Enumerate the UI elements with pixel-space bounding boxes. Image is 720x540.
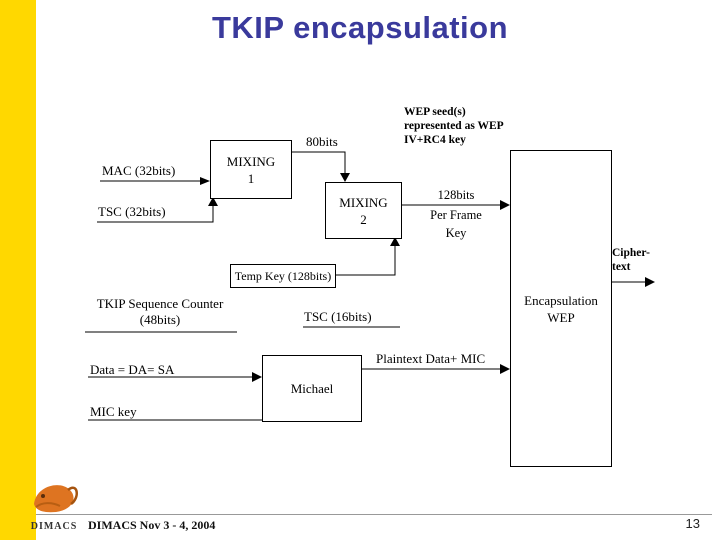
page-number: 13 [685,516,700,531]
arrowhead-right [252,372,262,382]
mixing1-box: MIXING 1 [210,140,292,199]
bits80-arrow [290,151,350,182]
footer-divider [36,514,712,515]
mixing1-line2: 1 [247,170,255,186]
bits128-label: 128bits [437,188,475,202]
footer-text: DIMACS Nov 3 - 4, 2004 [88,518,216,532]
temp-key-label: Temp Key (128bits) [234,268,332,283]
cipher-line2: text [612,261,631,273]
arrowhead-right [200,177,210,185]
data-label: Data = DA= SA [90,362,175,377]
wep-seed-line1: WEP seed(s) [404,106,466,118]
arrowhead-down [340,173,350,182]
temp-key-arrow [334,237,400,276]
encap-line1: Encapsulation [524,292,598,308]
arrowhead-right [645,277,655,287]
bits80-label: 80bits [306,134,338,149]
slide-title: TKIP encapsulation [211,10,509,45]
michael-label: Michael [290,381,334,396]
dimacs-logo: DIMACS [24,474,84,532]
tkip-seq-counter-label: TKIP Sequence Counter (48bits) [84,296,236,328]
encapsulation-wep-box: Encapsulation WEP [510,150,612,467]
arrowhead-right [500,364,510,374]
encap-line2: WEP [547,309,575,325]
cipher-line1: Cipher- [612,247,650,259]
logo-text: DIMACS [30,521,78,532]
dimacs-logo-graphic [34,485,78,513]
mac-arrow [100,177,210,185]
per-frame-label: Per Frame [430,208,482,222]
arrowhead-right [500,200,510,210]
mixing2-box: MIXING 2 [325,182,402,239]
tkip-seq-line1: TKIP Sequence Counter [96,296,224,311]
mixing2-line2: 2 [360,211,367,227]
mixing1-line1: MIXING [226,153,276,169]
michael-box: Michael [262,355,362,422]
mixing2-line1: MIXING [339,194,388,210]
wep-seed-line3: IV+RC4 key [404,134,466,146]
left-accent-bar [0,0,36,540]
wep-seed-annotation: WEP seed(s) represented as WEP IV+RC4 ke… [404,105,504,147]
wep-seed-line2: represented as WEP [404,120,504,132]
tkip-seq-line2: (48bits) [139,312,181,327]
ciphertext-label: Cipher- text [612,246,650,274]
temp-key-box: Temp Key (128bits) [230,264,336,288]
tsc16-label: TSC (16bits) [304,309,372,324]
mac-label: MAC (32bits) [102,163,176,178]
ciphertext-arrow [610,277,655,287]
plaintext-label: Plaintext Data+ MIC [376,351,486,366]
key-label: Key [445,226,467,240]
tsc32-label: TSC (32bits) [98,204,166,219]
mic-key-label: MIC key [90,404,137,419]
